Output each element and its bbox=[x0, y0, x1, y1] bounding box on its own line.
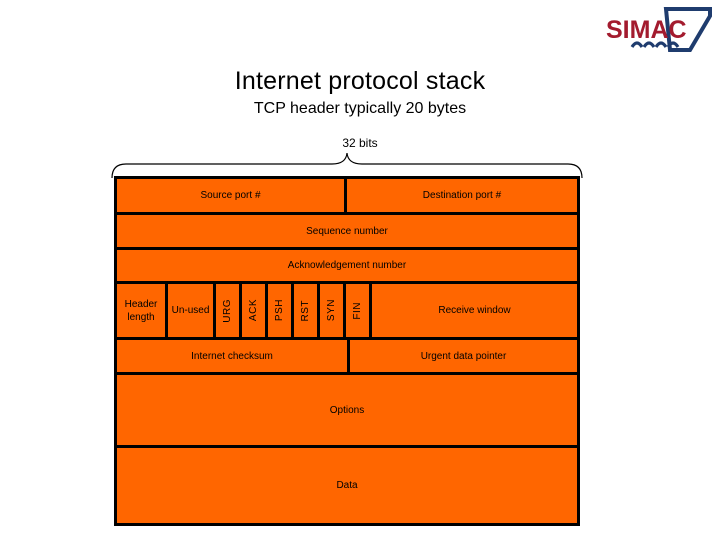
cell-flag-fin: FIN bbox=[346, 284, 372, 337]
cell-flag-psh: PSH bbox=[268, 284, 294, 337]
flag-fin-label: FIN bbox=[352, 301, 363, 320]
cell-receive-window: Receive window bbox=[372, 284, 577, 337]
ports-row: Source port # Destination port # bbox=[117, 179, 577, 215]
width-brace bbox=[110, 152, 584, 179]
cell-flag-syn: SYN bbox=[320, 284, 346, 337]
cell-options: Options bbox=[117, 375, 577, 445]
waves-icon bbox=[630, 41, 680, 48]
cell-acknowledgement-number: Acknowledgement number bbox=[117, 250, 577, 281]
data-row: Data bbox=[117, 448, 577, 523]
simac-logo: SIMAC bbox=[596, 6, 714, 58]
cell-urgent-data-pointer: Urgent data pointer bbox=[350, 340, 577, 372]
tcp-header-diagram: Source port # Destination port # Sequenc… bbox=[114, 176, 580, 526]
cell-flag-ack: ACK bbox=[242, 284, 268, 337]
flag-psh-label: PSH bbox=[274, 299, 285, 322]
options-row: Options bbox=[117, 375, 577, 448]
cell-flag-urg: URG bbox=[216, 284, 242, 337]
cell-header-length: Header length bbox=[117, 284, 168, 337]
cell-internet-checksum: Internet checksum bbox=[117, 340, 350, 372]
sequence-row: Sequence number bbox=[117, 215, 577, 250]
checksum-row: Internet checksum Urgent data pointer bbox=[117, 340, 577, 375]
cell-unused: Un-used bbox=[168, 284, 216, 337]
cell-sequence-number: Sequence number bbox=[117, 215, 577, 247]
flag-ack-label: ACK bbox=[248, 299, 259, 322]
flag-urg-label: URG bbox=[222, 298, 233, 323]
page-subtitle: TCP header typically 20 bytes bbox=[253, 100, 467, 117]
flag-rst-label: RST bbox=[300, 299, 311, 322]
cell-flag-rst: RST bbox=[294, 284, 320, 337]
cell-data: Data bbox=[117, 448, 577, 523]
cell-destination-port: Destination port # bbox=[347, 179, 577, 212]
simac-wordmark: SIMAC bbox=[606, 16, 687, 44]
bit-width-label: 32 bits bbox=[342, 136, 378, 150]
flag-syn-label: SYN bbox=[326, 299, 337, 322]
flags-row: Header length Un-used URG ACK PSH RST SY… bbox=[117, 284, 577, 340]
page-title: Internet protocol stack bbox=[234, 67, 486, 95]
acknowledgement-row: Acknowledgement number bbox=[117, 250, 577, 284]
cell-source-port: Source port # bbox=[117, 179, 347, 212]
